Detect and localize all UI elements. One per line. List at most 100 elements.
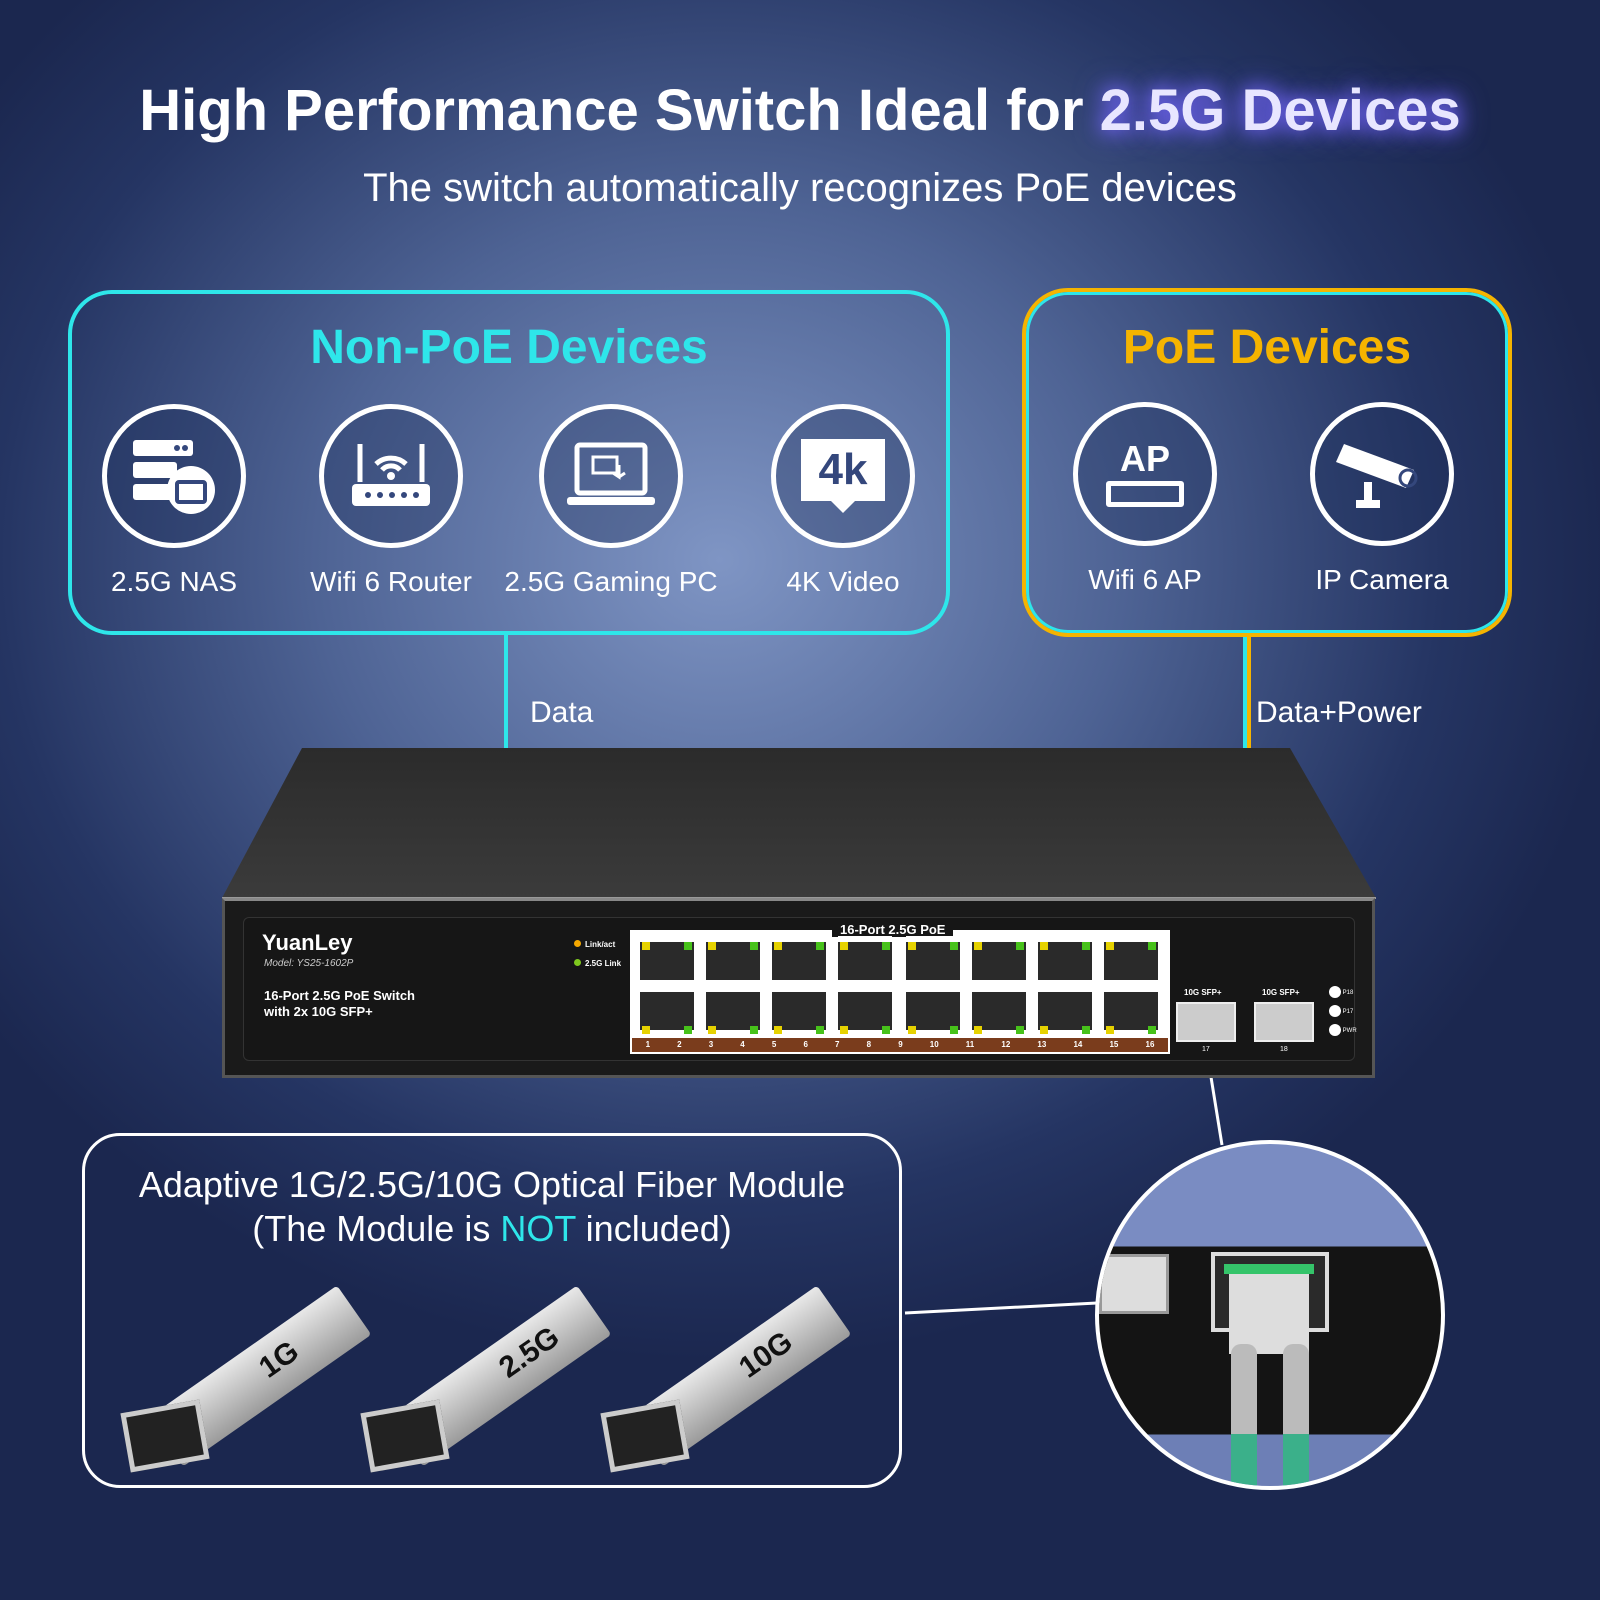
led-legend-link-act: Link/act bbox=[574, 940, 615, 950]
port-number: 5 bbox=[771, 1040, 777, 1049]
data-power-connector-line-gold bbox=[1247, 637, 1251, 769]
led-dot-green bbox=[574, 959, 581, 966]
sfp-module-10g: 10G bbox=[595, 1276, 852, 1476]
sfp-port-detail bbox=[1099, 1254, 1169, 1314]
device-nas: 2.5G NAS bbox=[64, 404, 284, 598]
note-text: (The Module is bbox=[252, 1208, 501, 1249]
port-led-green bbox=[1082, 942, 1090, 950]
port-number: 4 bbox=[740, 1040, 745, 1049]
port-led-green bbox=[882, 1026, 890, 1034]
data-power-connector-line-cyan bbox=[1243, 637, 1247, 769]
data-label: Data bbox=[530, 696, 594, 729]
rj45-port[interactable] bbox=[1104, 936, 1158, 980]
port-led-green bbox=[1016, 1026, 1024, 1034]
port-led-yellow bbox=[908, 942, 916, 950]
led-legend-label: 2.5G Link bbox=[585, 959, 622, 968]
4k-text: 4k bbox=[801, 439, 885, 501]
module-latch bbox=[1224, 1264, 1314, 1274]
sfp-port-17[interactable] bbox=[1176, 1002, 1236, 1042]
rj45-port[interactable] bbox=[1104, 986, 1158, 1034]
led-dot-orange bbox=[574, 940, 581, 947]
nas-server-icon bbox=[102, 404, 246, 548]
rj45-port[interactable] bbox=[1038, 986, 1092, 1034]
sfp-port-18[interactable] bbox=[1254, 1002, 1314, 1042]
device-wifi-ap: AP Wifi 6 AP bbox=[1035, 402, 1255, 596]
port-led-yellow bbox=[1106, 1026, 1114, 1034]
port-led-green bbox=[950, 1026, 958, 1034]
port-led-yellow bbox=[708, 1026, 716, 1034]
sfp-17-label: 10G SFP+ bbox=[1184, 988, 1222, 997]
fiber-cable bbox=[1283, 1344, 1309, 1486]
model-number: Model: YS25-1602P bbox=[264, 958, 354, 969]
rj45-port[interactable] bbox=[972, 936, 1026, 980]
port-led-green bbox=[1016, 942, 1024, 950]
device-ip-camera: IP Camera bbox=[1272, 402, 1492, 596]
4k-monitor-icon: 4k bbox=[771, 404, 915, 548]
module-connector bbox=[360, 1399, 450, 1473]
rj45-port[interactable] bbox=[772, 986, 826, 1034]
rj45-port[interactable] bbox=[772, 936, 826, 980]
rj45-port[interactable] bbox=[972, 986, 1026, 1034]
device-router: Wifi 6 Router bbox=[281, 404, 501, 598]
laptop-icon bbox=[539, 404, 683, 548]
port-led-yellow bbox=[974, 942, 982, 950]
port-number: 14 bbox=[1073, 1040, 1083, 1049]
lc-connector bbox=[1229, 1274, 1309, 1354]
led-legend-label: Link/act bbox=[585, 940, 616, 949]
port-number: 2 bbox=[677, 1040, 682, 1049]
rj45-port[interactable] bbox=[706, 936, 760, 980]
status-leds: P18 P17 PWR bbox=[1329, 984, 1357, 1041]
port-number: 10 bbox=[929, 1040, 939, 1049]
rj45-port[interactable] bbox=[838, 936, 892, 980]
port-led-yellow bbox=[642, 1026, 650, 1034]
port-number: 12 bbox=[1001, 1040, 1011, 1049]
port-number: 11 bbox=[965, 1040, 975, 1049]
rj45-port[interactable] bbox=[706, 986, 760, 1034]
rj45-port[interactable] bbox=[640, 986, 694, 1034]
port-led-green bbox=[684, 1026, 692, 1034]
port-number: 13 bbox=[1037, 1040, 1047, 1049]
rj45-port[interactable] bbox=[640, 936, 694, 980]
port-led-yellow bbox=[774, 942, 782, 950]
port-led-green bbox=[750, 1026, 758, 1034]
rj45-port[interactable] bbox=[1038, 936, 1092, 980]
port-led-green bbox=[816, 942, 824, 950]
device-4k-video: 4k 4K Video bbox=[733, 404, 953, 598]
port-led-green bbox=[816, 1026, 824, 1034]
port-led-green bbox=[684, 942, 692, 950]
rj45-port[interactable] bbox=[906, 986, 960, 1034]
sfp-18-label: 10G SFP+ bbox=[1262, 988, 1300, 997]
status-led-p18: P18 bbox=[1329, 984, 1357, 1003]
module-note: (The Module is NOT included) bbox=[85, 1208, 899, 1250]
sfp-module-1g: 1G bbox=[115, 1276, 372, 1476]
module-connector bbox=[600, 1399, 690, 1473]
status-led-label: PWR bbox=[1342, 1028, 1357, 1034]
router-icon bbox=[319, 404, 463, 548]
sfp-18-number: 18 bbox=[1280, 1046, 1288, 1053]
status-led-label: P17 bbox=[1342, 1009, 1354, 1015]
port-led-yellow bbox=[774, 1026, 782, 1034]
port-number: 15 bbox=[1109, 1040, 1119, 1049]
port-led-green bbox=[950, 942, 958, 950]
brand-logo: YuanLey bbox=[262, 930, 353, 955]
rj45-port[interactable] bbox=[906, 936, 960, 980]
port-led-yellow bbox=[1106, 942, 1114, 950]
sfp-17-number: 17 bbox=[1202, 1046, 1210, 1053]
module-speed-label: 10G bbox=[733, 1325, 799, 1385]
port-number: 8 bbox=[866, 1040, 872, 1049]
module-connector bbox=[120, 1399, 210, 1473]
fiber-cable bbox=[1231, 1344, 1257, 1486]
security-camera-icon bbox=[1310, 402, 1454, 546]
poe-devices-panel: PoE Devices AP Wifi 6 AP IP Camera bbox=[1022, 288, 1512, 637]
rj45-port[interactable] bbox=[838, 986, 892, 1034]
port-led-yellow bbox=[708, 942, 716, 950]
port-led-green bbox=[1082, 1026, 1090, 1034]
poe-title: PoE Devices bbox=[1122, 321, 1412, 374]
module-pointer-line bbox=[904, 1301, 1098, 1315]
device-label: 4K Video bbox=[786, 566, 900, 597]
sfp-module-2-5g: 2.5G bbox=[355, 1276, 612, 1476]
port-led-yellow bbox=[1040, 942, 1048, 950]
ap-text: AP bbox=[1119, 438, 1170, 479]
port-number: 9 bbox=[898, 1040, 903, 1049]
